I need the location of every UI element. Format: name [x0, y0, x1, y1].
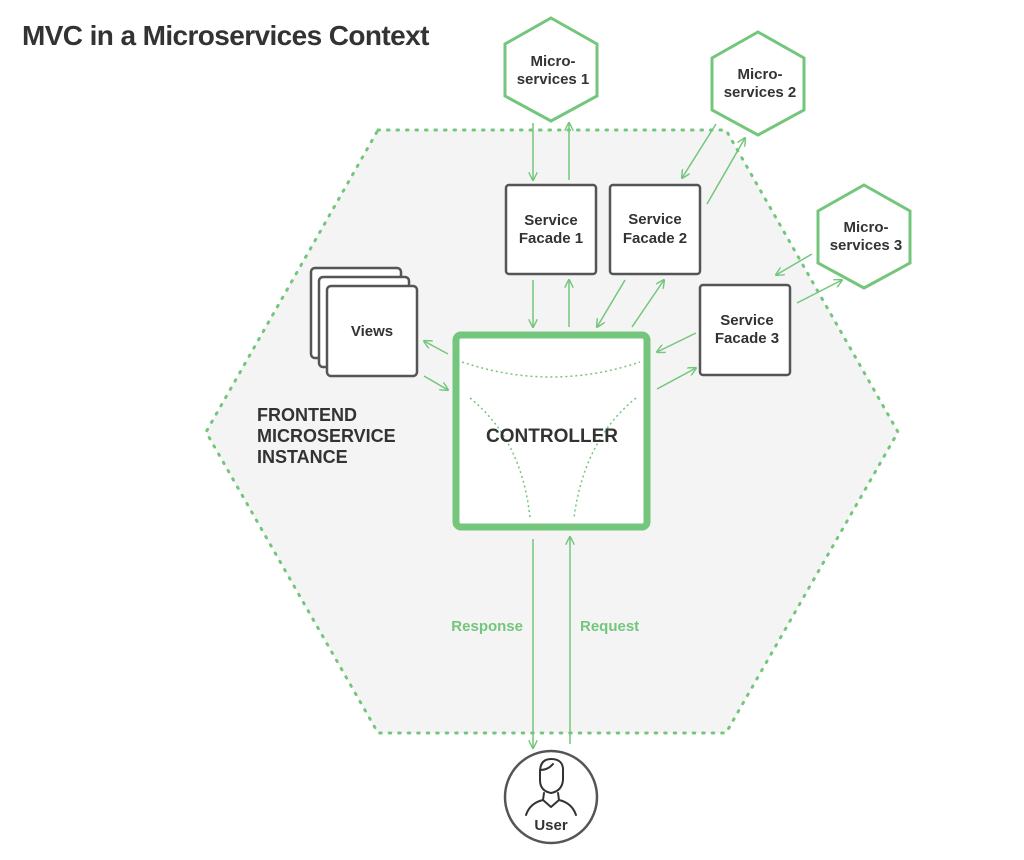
microservices-3-node: Micro- services 3 — [816, 183, 912, 290]
arrow-facade3-to-controller — [657, 332, 697, 352]
views-card-front — [325, 284, 419, 378]
controller-funnel-top — [461, 361, 641, 378]
microservices-3-hexagon — [816, 183, 912, 290]
microservices-3-line1: Micro- — [844, 219, 889, 236]
service-facade-3-line2: Facade 3 — [715, 330, 779, 347]
microservices-1-line1: Micro- — [531, 53, 576, 70]
arrow-controller-to-views — [424, 341, 449, 355]
arrow-ms3-to-facade3 — [776, 253, 813, 275]
arrow-facade2-to-ms2 — [706, 138, 745, 205]
arrow-facade3-to-ms3 — [796, 280, 842, 304]
user-circle — [503, 749, 599, 845]
service-facade-2-line1: Service — [628, 211, 681, 228]
arrow-views-to-controller — [423, 375, 448, 390]
controller-box — [452, 331, 651, 531]
controller: CONTROLLER — [452, 331, 651, 531]
service-facade-3: Service Facade 3 — [698, 283, 792, 377]
user-icon — [525, 758, 577, 816]
arrow-controller-to-facade3 — [656, 368, 696, 390]
views-label: Views — [351, 323, 393, 340]
microservices-2-hexagon — [710, 30, 806, 137]
frontend-label-line3: INSTANCE — [257, 447, 348, 467]
service-facade-1-box — [504, 183, 598, 276]
microservices-2-line1: Micro- — [738, 66, 783, 83]
arrow-ms2-to-facade2 — [682, 123, 717, 178]
service-facade-1: Service Facade 1 — [504, 183, 598, 276]
frontend-label-line2: MICROSERVICE — [257, 426, 396, 446]
frontend-label: FRONTEND MICROSERVICE INSTANCE — [257, 405, 396, 467]
controller-funnel-left — [469, 397, 531, 519]
service-facade-2: Service Facade 2 — [608, 183, 702, 276]
service-facade-3-line1: Service — [720, 312, 773, 329]
microservices-1-line2: services 1 — [517, 71, 590, 88]
views-stack: Views — [309, 266, 419, 378]
controller-funnel-right — [573, 397, 637, 519]
service-facade-2-line2: Facade 2 — [623, 230, 687, 247]
arrow-controller-to-facade2 — [631, 280, 664, 328]
controller-label: CONTROLLER — [486, 426, 618, 447]
frontend-label-line1: FRONTEND — [257, 405, 357, 425]
response-label: Response — [451, 618, 523, 635]
arrow-facade2-to-controller — [597, 279, 626, 327]
service-facade-3-box — [698, 283, 792, 377]
user-label: User — [534, 817, 568, 834]
microservices-2-node: Micro- services 2 — [710, 30, 806, 137]
microservices-2-line2: services 2 — [724, 84, 797, 101]
page-title: MVC in a Microservices Context — [22, 20, 429, 51]
user-node: User — [503, 749, 599, 845]
service-facade-1-line2: Facade 1 — [519, 230, 583, 247]
request-label: Request — [580, 618, 639, 635]
service-facade-1-line1: Service — [524, 212, 577, 229]
microservices-1-node: Micro- services 1 — [503, 16, 599, 123]
service-facade-2-box — [608, 183, 702, 276]
microservices-1-hexagon — [503, 16, 599, 123]
microservices-3-line2: services 3 — [830, 237, 903, 254]
